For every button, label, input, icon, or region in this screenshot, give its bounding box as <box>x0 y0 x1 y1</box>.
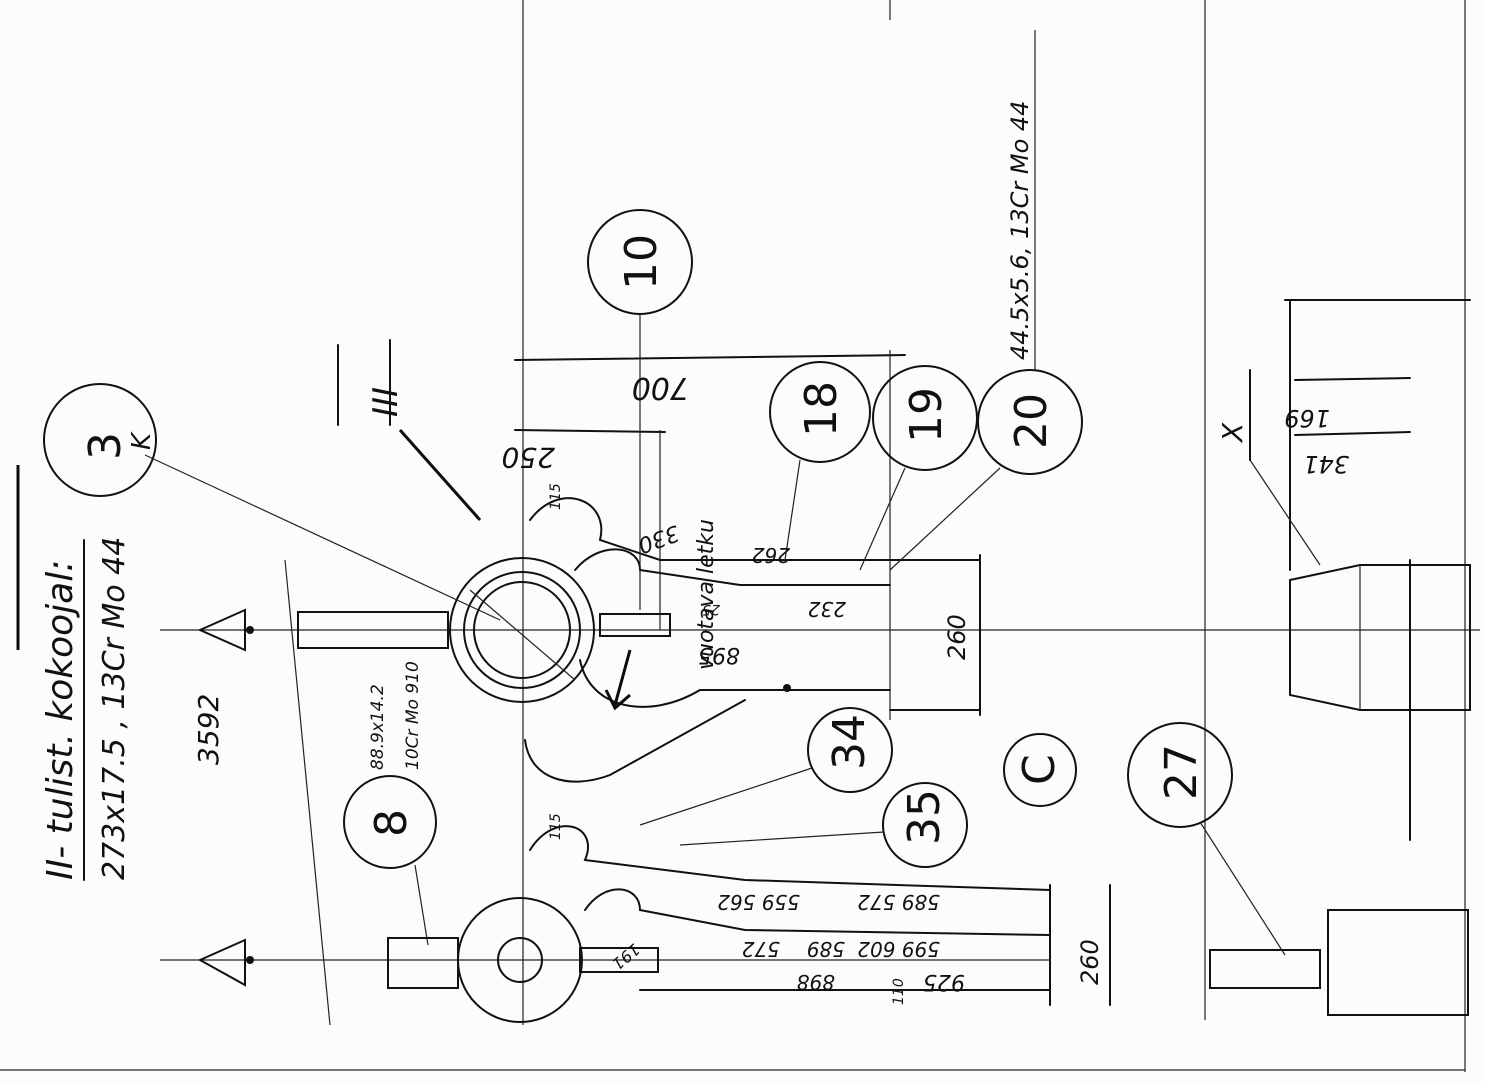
balloon-8: 8 <box>343 775 437 946</box>
dim-599-602: 599 602 <box>857 937 940 961</box>
spec-pipe-8-material: 10Cr Mo 910 <box>403 661 423 770</box>
dim-110: 110 <box>891 978 907 1005</box>
svg-text:K: K <box>127 431 157 450</box>
flow-arrow-bottom-icon <box>197 938 246 987</box>
lower-header-inner <box>497 937 543 983</box>
balloon-27: 27 <box>1127 722 1286 956</box>
dim-169: 169 <box>1284 404 1330 432</box>
section-mark-x: X <box>1216 422 1249 444</box>
slanted-construction-line <box>284 559 331 1026</box>
dim-232: 232 <box>808 597 846 621</box>
svg-text:20: 20 <box>1006 393 1057 449</box>
dim-925: 925 <box>923 969 965 994</box>
bent-tube-330 <box>529 497 891 561</box>
part-27-tube <box>1209 949 1321 989</box>
lower-header-outer <box>457 897 583 1023</box>
balloon-34: 34 <box>639 707 893 826</box>
balloon-10: 10 <box>587 209 693 610</box>
svg-text:19: 19 <box>901 387 952 443</box>
header-title: II- tulist. kokoojal: <box>40 560 81 880</box>
balloon-c: C <box>1003 733 1077 807</box>
bent-tube-lower <box>524 699 746 783</box>
note-arrow-icon <box>604 649 632 711</box>
part-x-leader <box>1249 459 1321 566</box>
balloon-3: 3 K <box>43 383 501 621</box>
dim-262: 262 <box>752 543 790 567</box>
svg-text:C: C <box>1014 754 1065 785</box>
svg-text:8: 8 <box>366 809 417 837</box>
header-block: II- tulist. kokoojal: 273x17.5 , 13Cr Mo… <box>40 537 132 881</box>
dim-589: 589 <box>807 937 845 961</box>
bent-tube-lower-2 <box>584 888 1051 936</box>
section-iii-arrow <box>398 429 482 521</box>
dim-589-572: 589 572 <box>857 890 940 914</box>
balloon-18: 18 <box>769 361 871 561</box>
stub-pipe-left-bottom <box>387 937 459 989</box>
dim-572: 572 <box>742 937 780 961</box>
balloon-35: 35 <box>679 782 968 868</box>
handwritten-note: vuotava letku <box>694 519 719 670</box>
bent-tube-262 <box>574 548 891 586</box>
header-diagonal <box>469 589 576 681</box>
dim-191: 191 <box>608 940 644 974</box>
header-pipe-inner <box>473 581 571 679</box>
stub-pipe-left-top <box>297 611 449 649</box>
dim-330: 330 <box>634 519 682 557</box>
header-pipe-mid <box>463 571 581 689</box>
dim-895: 895 <box>698 642 740 667</box>
dim-line-700 <box>514 354 906 361</box>
part-x-dim-169 <box>1294 377 1411 381</box>
dim-559-562: 559 562 <box>717 890 800 914</box>
fitting-part-x <box>1289 564 1471 711</box>
header-pipe-outer <box>449 557 595 703</box>
bent-tube-lower-1 <box>529 825 1051 891</box>
stub-pipe-right-bottom <box>579 947 659 973</box>
dim-250: 250 <box>502 441 555 474</box>
svg-text:10: 10 <box>616 234 667 290</box>
dim-3592: 3592 <box>192 694 225 765</box>
dim-898: 898 <box>797 970 835 994</box>
balloon-19: 19 <box>859 365 978 571</box>
axis-point-bottom <box>246 956 254 964</box>
dim-25: 25 <box>702 601 720 617</box>
bent-tube-895 <box>579 659 891 708</box>
balloon-20: 20 <box>889 30 1083 571</box>
svg-text:27: 27 <box>1156 744 1207 800</box>
dim-line-250 <box>514 429 666 433</box>
flow-arrow-top-icon <box>197 608 246 652</box>
dim-260-top: 260 <box>943 614 971 660</box>
part-27-block <box>1327 909 1469 1016</box>
svg-text:3: 3 <box>80 432 131 460</box>
dim-115-bottom: 115 <box>548 813 564 840</box>
stub-pipe-right-top <box>599 613 671 637</box>
svg-text:35: 35 <box>899 789 950 845</box>
part-x-dim-341 <box>1294 431 1411 436</box>
svg-text:34: 34 <box>824 714 875 770</box>
spec-pipe-20: 44.5x5.6, 13Cr Mo 44 <box>1006 101 1034 360</box>
dim-700: 700 <box>632 370 689 405</box>
spec-pipe-8: 88.9x14.2 <box>368 684 388 770</box>
svg-text:18: 18 <box>796 381 847 437</box>
header-spec: 273x17.5 , 13Cr Mo 44 <box>97 537 132 880</box>
dim-341: 341 <box>1303 450 1349 478</box>
dot-mark <box>783 684 791 692</box>
dim-115-top: 115 <box>548 483 564 510</box>
axis-point-top <box>246 626 254 634</box>
dim-260-bottom: 260 <box>1076 939 1104 985</box>
section-mark-iii: III <box>366 387 406 417</box>
